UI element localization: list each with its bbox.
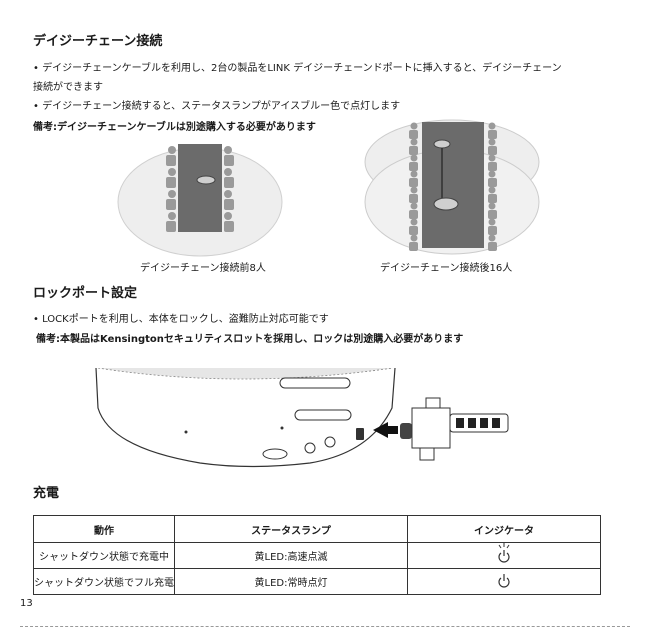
caption-before: デイジーチェーン接続前8人 bbox=[140, 263, 266, 274]
row-action: シャットダウン状態でフル充電 bbox=[33, 568, 175, 595]
caption-after: デイジーチェーン接続後16人 bbox=[380, 263, 513, 274]
header-status-lamp: ステータスランプ bbox=[174, 515, 408, 543]
section-title-lock-port: ロックポート設定 bbox=[33, 286, 138, 301]
lock-port-bullet: • LOCKポートを利用し、本体をロックし、盗難防止対応可能です bbox=[33, 314, 329, 325]
row-status: 黄LED:常時点灯 bbox=[174, 568, 408, 595]
page-number: 13 bbox=[20, 598, 33, 609]
table-row: シャットダウン状態でフル充電 黄LED:常時点灯 bbox=[33, 568, 601, 595]
header-indicator: インジケータ bbox=[407, 515, 601, 543]
page-divider bbox=[20, 626, 630, 627]
table-header-row: 動作 ステータスランプ インジケータ bbox=[33, 515, 601, 543]
row-action: シャットダウン状態で充電中 bbox=[33, 542, 175, 569]
lock-port-note: 備考:本製品はKensingtonセキュリティスロットを採用し、ロックは別途購入… bbox=[36, 334, 464, 345]
charging-status-table: 動作 ステータスランプ インジケータ シャットダウン状態で充電中 黄LED:高速… bbox=[33, 515, 601, 595]
header-action: 動作 bbox=[33, 515, 175, 543]
power-blinking-icon bbox=[498, 543, 510, 563]
row-status: 黄LED:高速点滅 bbox=[174, 542, 408, 569]
daisy-chain-bullet-2: • デイジーチェーン接続すると、ステータスランプがアイスブルー色で点灯します bbox=[33, 101, 401, 112]
table-row: シャットダウン状態で充電中 黄LED:高速点滅 bbox=[33, 542, 601, 569]
daisy-chain-bullet-1: • デイジーチェーンケーブルを利用し、2台の製品をLINK デイジーチェーンドポ… bbox=[33, 63, 562, 74]
section-title-daisy-chain: デイジーチェーン接続 bbox=[33, 34, 163, 49]
power-icon bbox=[498, 574, 510, 588]
daisy-chain-after-illustration bbox=[364, 119, 540, 255]
daisy-chain-note: 備考:デイジーチェーンケーブルは別途購入する必要があります bbox=[33, 122, 316, 133]
section-title-charging: 充電 bbox=[33, 486, 60, 501]
daisy-chain-before-illustration bbox=[117, 144, 283, 257]
daisy-chain-bullet-1-cont: 接続ができます bbox=[33, 82, 103, 93]
lock-port-illustration bbox=[95, 368, 509, 468]
